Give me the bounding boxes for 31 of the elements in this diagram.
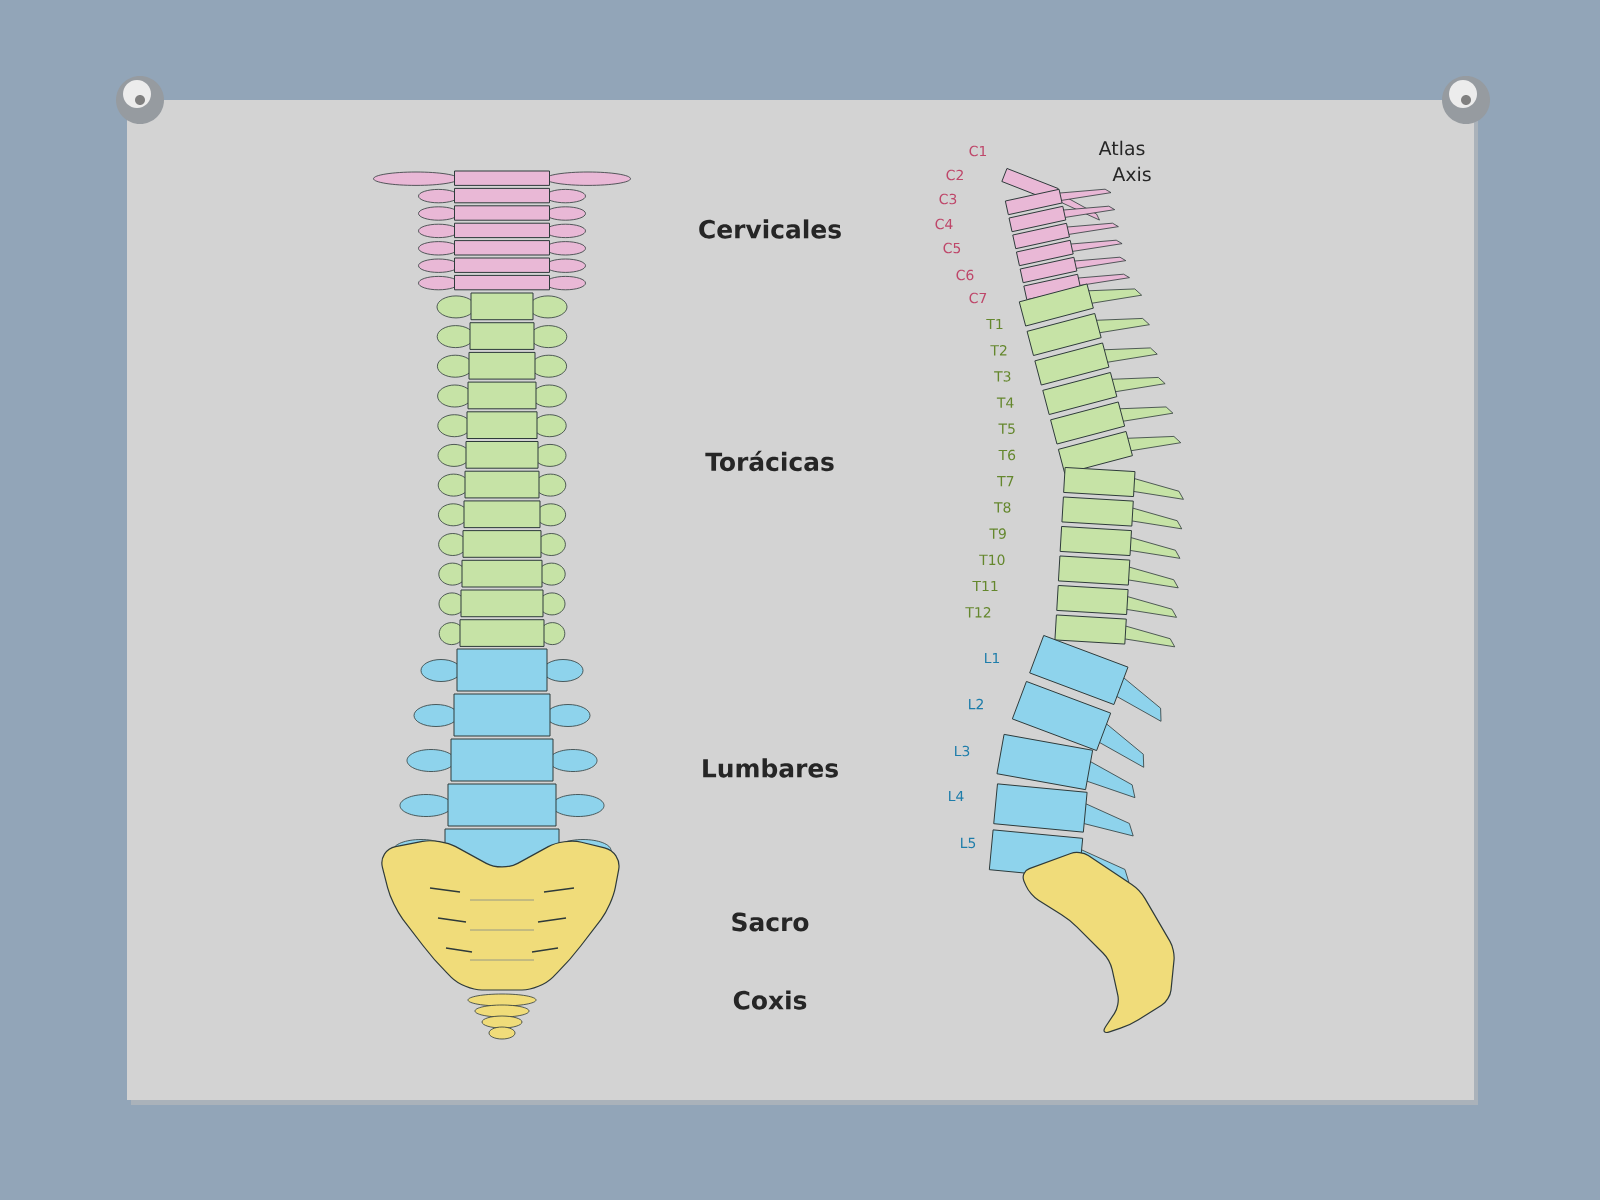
region-label: Cervicales	[699, 219, 841, 239]
region-label: Coxis	[733, 990, 807, 1010]
vertebra-label: C6	[956, 269, 974, 281]
bone-label: Axis	[1112, 166, 1151, 182]
vertebra-label: T11	[972, 580, 998, 592]
vertebra-label: C4	[935, 218, 953, 230]
region-label: Lumbares	[703, 758, 838, 778]
vertebra-label: T7	[997, 476, 1014, 487]
vertebra-label: T2	[990, 345, 1007, 356]
vertebra-label: T1	[986, 318, 1003, 330]
vertebra-label: L4	[949, 790, 964, 802]
vertebra-label: L1	[985, 652, 1000, 664]
vertebra-label: C5	[943, 242, 961, 254]
vertebra-label: C3	[939, 193, 957, 205]
vertebra-label: L2	[969, 698, 983, 710]
vertebra-label: T5	[998, 423, 1015, 434]
vertebra-label: T12	[965, 607, 991, 618]
vertebra-label: C1	[969, 145, 987, 157]
vertebra-label: T4	[996, 397, 1014, 408]
region-label: Sacro	[732, 912, 809, 932]
vertebra-label: L5	[961, 837, 976, 849]
vertebra-label: T10	[979, 554, 1005, 566]
vertebra-label: T9	[989, 528, 1006, 539]
vertebra-label: C2	[946, 169, 963, 181]
bone-label: Atlas	[1098, 140, 1145, 156]
vertebra-label: T3	[994, 371, 1011, 382]
vertebra-label: T8	[993, 502, 1011, 513]
vertebra-label: C7	[969, 292, 987, 304]
vertebra-label: L3	[955, 745, 970, 757]
vertebra-label: T6	[998, 449, 1016, 461]
region-label: Torácicas	[705, 450, 834, 472]
